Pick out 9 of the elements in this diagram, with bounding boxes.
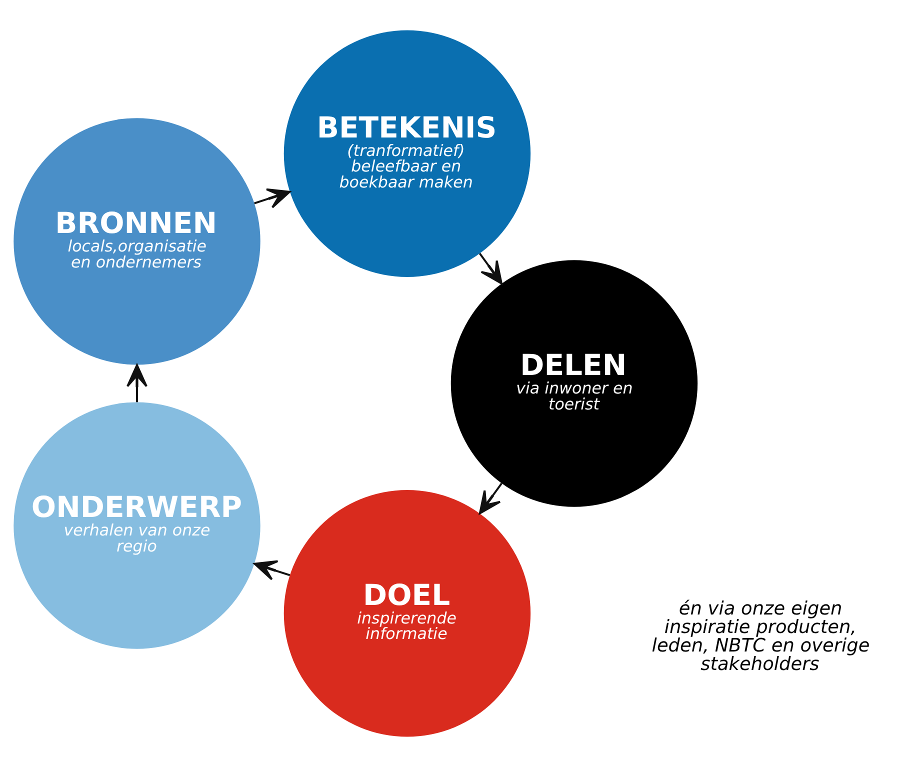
arrow (478, 252, 502, 284)
arrow (478, 482, 502, 514)
arrow (126, 364, 148, 402)
arrow (254, 188, 291, 208)
node-circle: ONDERWERP verhalen van onze regio (14, 402, 260, 649)
arrow (254, 560, 290, 580)
node-circle: BETEKENIS (tranformatief) beleefbaar en boekbaar maken (284, 30, 531, 277)
label: én via onze eigen inspiratie producten, leden, NBTC en overige stakeholders (652, 598, 870, 676)
node-circle: BRONNEN locals,organisatie en ondernemers (14, 118, 260, 365)
